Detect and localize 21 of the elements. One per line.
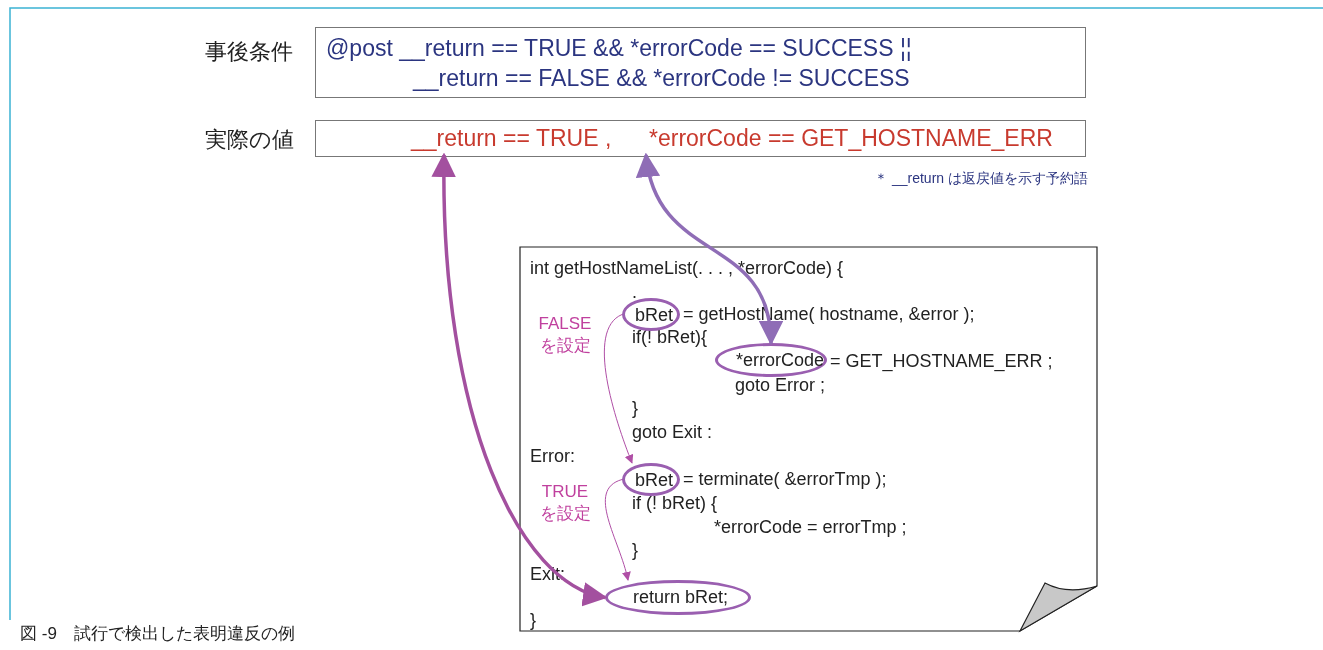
code-line: Error: xyxy=(530,445,575,467)
code-line: } xyxy=(632,397,638,419)
figure-caption: 図 -9 試行で検出した表明違反の例 xyxy=(20,623,295,645)
actual-value-text: *errorCode == GET_HOSTNAME_ERR xyxy=(649,123,1089,153)
code-line: goto Error ; xyxy=(735,374,826,396)
condition-text: @post __return == TRUE && *errorCode == SUCCESS ¦¦ __return == FALSE && *errorCode != SUCCESS xyxy=(326,34,913,93)
code-line: } xyxy=(632,539,638,561)
highlight-ellipse: bRet xyxy=(622,298,680,331)
condition-heading: 実際の値 xyxy=(205,126,294,154)
code-line: = terminate( &errorTmp ); xyxy=(683,468,887,490)
code-line: } xyxy=(530,609,536,631)
condition-heading: 事後条件 xyxy=(205,38,293,66)
highlight-ellipse: return bRet; xyxy=(605,580,751,615)
code-line: int getHostNameList(. . . , *errorCode) { xyxy=(530,257,844,279)
highlight-ellipse: bRet xyxy=(622,463,680,496)
code-line: *errorCode = errorTmp ; xyxy=(714,516,907,538)
code-line: goto Exit : xyxy=(632,421,713,443)
actual-value-text: __return == TRUE , xyxy=(411,123,621,153)
highlight-ellipse: *errorCode xyxy=(715,343,827,377)
footnote: ＊ __return は返戻値を示す予約語 xyxy=(873,170,1088,188)
code-line: = GET_HOSTNAME_ERR ; xyxy=(830,350,1053,372)
